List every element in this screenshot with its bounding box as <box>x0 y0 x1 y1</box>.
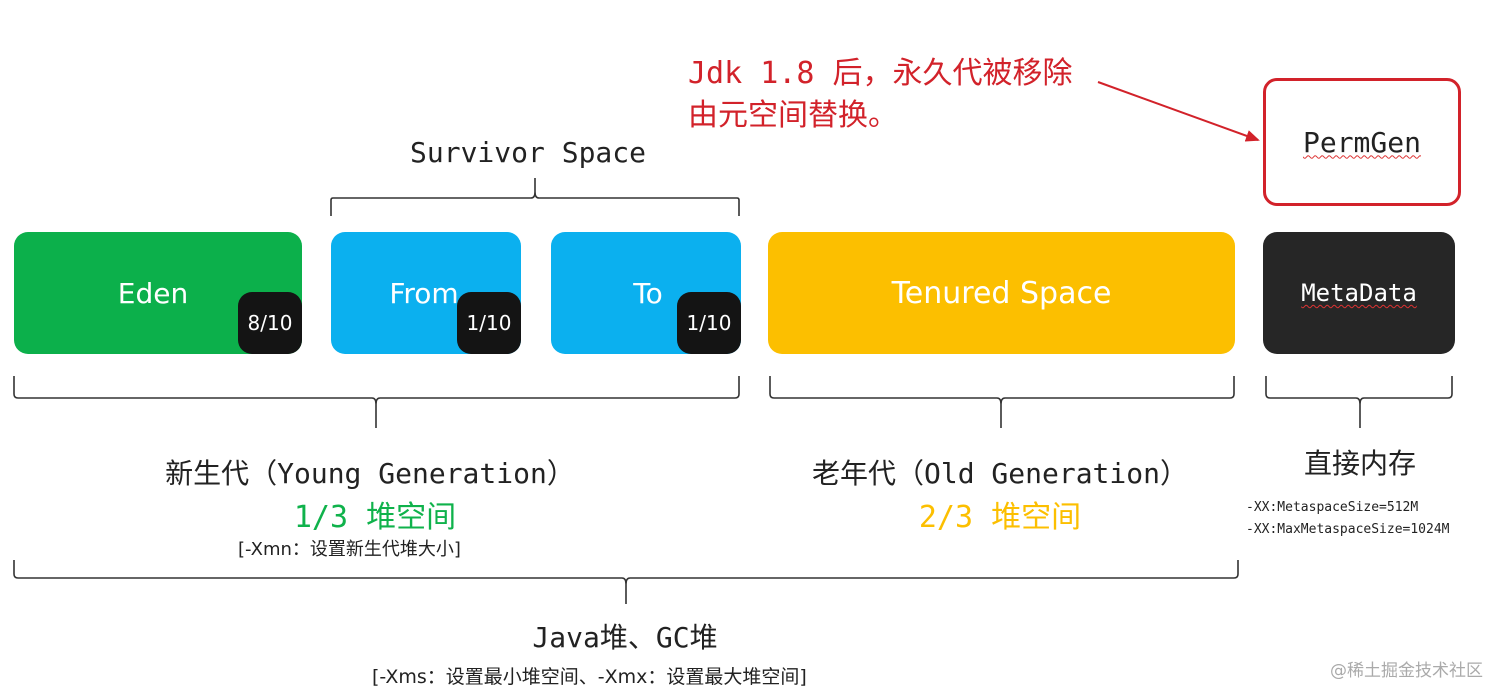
eden-label: Eden <box>117 276 189 310</box>
annotation-arrow <box>1097 81 1260 142</box>
tenured-block: Tenured Space <box>768 232 1235 354</box>
survivor-brace <box>330 178 740 216</box>
metadata-block: MetaData <box>1263 232 1455 354</box>
old-brace <box>769 376 1235 428</box>
direct-brace <box>1265 376 1453 428</box>
old-generation-share: 2/3 堆空间 <box>918 500 1082 535</box>
eden-ratio-badge: 8/10 <box>238 292 302 354</box>
old-generation-title: 老年代（Old Generation） <box>811 457 1188 490</box>
permgen-box: PermGen <box>1263 78 1461 206</box>
watermark: @稀土掘金技术社区 <box>1330 661 1483 681</box>
java-heap-title: Java堆、GC堆 <box>532 621 718 654</box>
young-generation-param: [-Xmn：设置新生代堆大小] <box>238 539 461 560</box>
survivor-space-label: Survivor Space <box>410 136 647 169</box>
young-generation-title: 新生代（Young Generation） <box>165 457 575 490</box>
permgen-label: PermGen <box>1302 125 1421 159</box>
annotation-line1: Jdk 1.8 后，永久代被移除 <box>688 56 1073 91</box>
java-heap-param: [-Xms：设置最小堆空间、-Xmx：设置最大堆空间] <box>372 666 807 688</box>
young-generation-share: 1/3 堆空间 <box>293 500 457 535</box>
direct-memory-title: 直接内存 <box>1303 447 1416 480</box>
to-label: To <box>633 276 663 310</box>
annotation-line2: 由元空间替换。 <box>688 98 898 133</box>
metaspace-size-param: -XX:MetaspaceSize=512M <box>1246 500 1419 515</box>
metadata-label: MetaData <box>1301 279 1417 307</box>
from-label: From <box>389 276 459 310</box>
to-ratio-badge: 1/10 <box>677 292 741 354</box>
young-brace <box>13 376 740 428</box>
eden-block: Eden 8/10 <box>14 232 302 354</box>
tenured-label: Tenured Space <box>891 275 1112 311</box>
from-ratio-badge: 1/10 <box>457 292 521 354</box>
to-block: To 1/10 <box>551 232 741 354</box>
heap-brace <box>13 560 1239 604</box>
from-block: From 1/10 <box>331 232 521 354</box>
max-metaspace-size-param: -XX:MaxMetaspaceSize=1024M <box>1246 522 1450 537</box>
